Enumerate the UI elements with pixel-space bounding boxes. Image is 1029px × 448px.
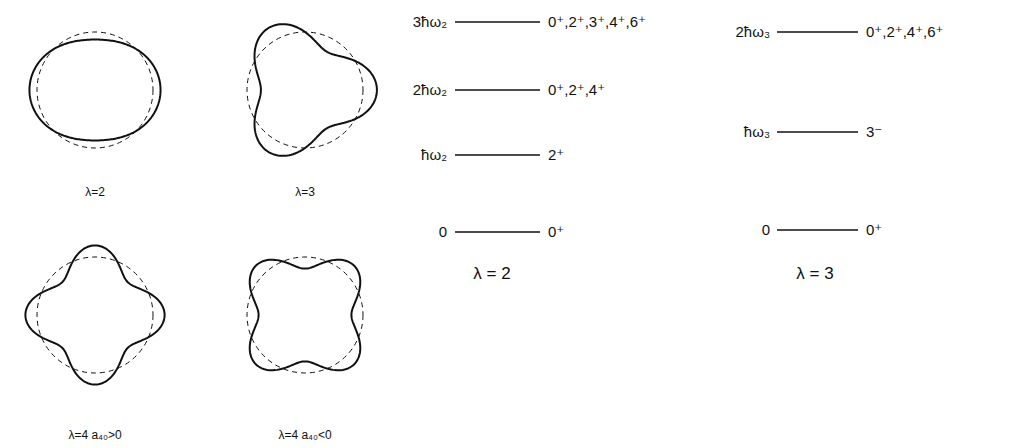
energy-label: 2ħω₃: [735, 24, 770, 41]
deformed-surface: [29, 40, 160, 141]
shape-label: λ=3: [295, 186, 315, 199]
energy-label: ħω₂: [421, 147, 447, 164]
reference-sphere: [247, 32, 363, 148]
energy-level: [777, 31, 858, 33]
spin-list: 0⁺,2⁺,4⁺,6⁺: [866, 24, 944, 41]
spin-list: 0⁺,2⁺,3⁺,4⁺,6⁺: [548, 14, 646, 31]
reference-sphere: [247, 257, 363, 373]
spin-list: 0⁺: [866, 222, 882, 239]
shape-label: λ=2: [85, 186, 105, 199]
deformed-surface: [255, 24, 377, 156]
energy-label: 2ħω₂: [413, 82, 447, 99]
energy-label: 3ħω₂: [413, 14, 447, 31]
spin-list: 2⁺: [548, 147, 564, 164]
energy-level: [455, 89, 540, 91]
reference-sphere: [37, 257, 153, 373]
mode-label: λ = 2: [473, 265, 510, 284]
deformed-surface: [250, 260, 361, 371]
spin-list: 0⁺,2⁺,4⁺: [548, 82, 605, 99]
shape-label: λ=4 a₄₀<0: [278, 429, 331, 442]
deformed-surface: [25, 245, 164, 384]
energy-level: [455, 231, 540, 233]
energy-label: 0: [762, 222, 770, 239]
shape-label: λ=4 a₄₀>0: [68, 429, 121, 442]
energy-label: 0: [439, 224, 447, 241]
energy-level: [455, 154, 540, 156]
spin-list: 3⁻: [866, 124, 882, 141]
energy-level: [777, 131, 858, 133]
mode-label: λ = 3: [796, 265, 833, 284]
energy-level: [455, 21, 540, 23]
energy-label: ħω₃: [744, 124, 770, 141]
spin-list: 0⁺: [548, 224, 564, 241]
energy-level: [777, 229, 858, 231]
